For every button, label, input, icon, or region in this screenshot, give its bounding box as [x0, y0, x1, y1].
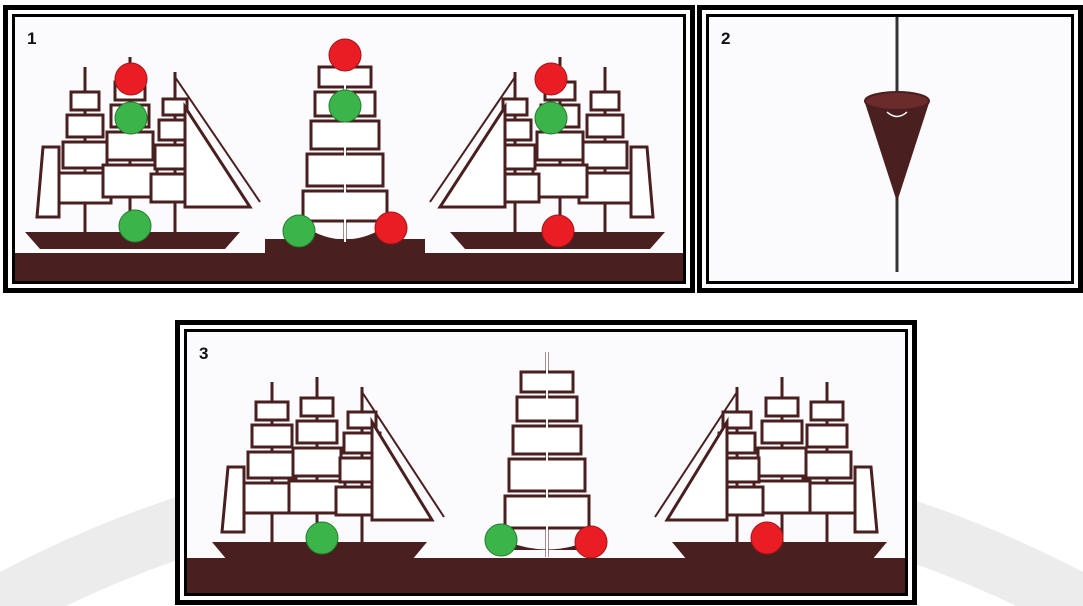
light-red [542, 215, 574, 247]
panel-3-frame: 3 [184, 329, 908, 596]
light-red [329, 39, 361, 71]
cone-shape-icon [865, 92, 929, 202]
light-green [329, 90, 361, 122]
light-green [283, 215, 315, 247]
light-green [115, 102, 147, 134]
panel-1: 1 [3, 5, 695, 293]
light-green [306, 522, 338, 554]
panel-2-frame: 2 [706, 14, 1074, 284]
panel-1-frame: 1 [12, 14, 686, 284]
light-green [119, 210, 151, 242]
light-green [485, 524, 517, 556]
light-red [535, 63, 567, 95]
panel-2: 2 [697, 5, 1083, 293]
light-green [535, 102, 567, 134]
light-red [575, 526, 607, 558]
light-red [751, 522, 783, 554]
light-red [375, 212, 407, 244]
ship-head-on [485, 352, 607, 558]
ship-starboard-side [212, 377, 444, 560]
ship-starboard-side [25, 57, 260, 249]
ship-head-on [265, 39, 425, 253]
panel-3: 3 [175, 320, 917, 605]
light-red [115, 63, 147, 95]
